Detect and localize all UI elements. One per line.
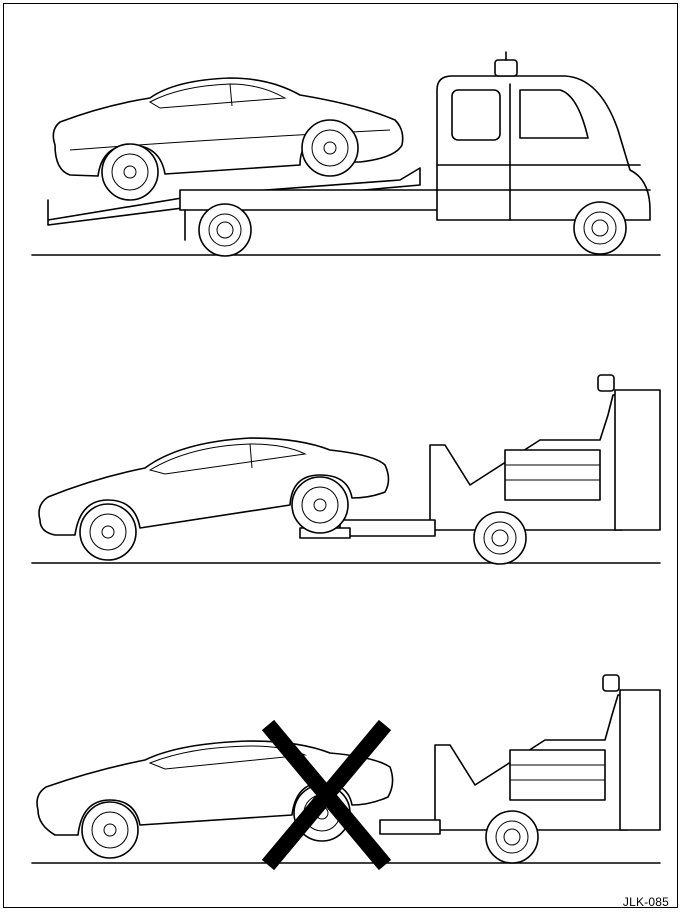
tow-truck-front — [380, 675, 660, 863]
car-on-flatbed — [53, 78, 402, 200]
scene-rear-lift — [0, 370, 683, 570]
figure-code: JLK-085 — [623, 895, 669, 909]
scene-front-lift — [0, 675, 683, 875]
car-rear-lifted — [39, 438, 389, 560]
scene-flatbed — [0, 50, 683, 265]
